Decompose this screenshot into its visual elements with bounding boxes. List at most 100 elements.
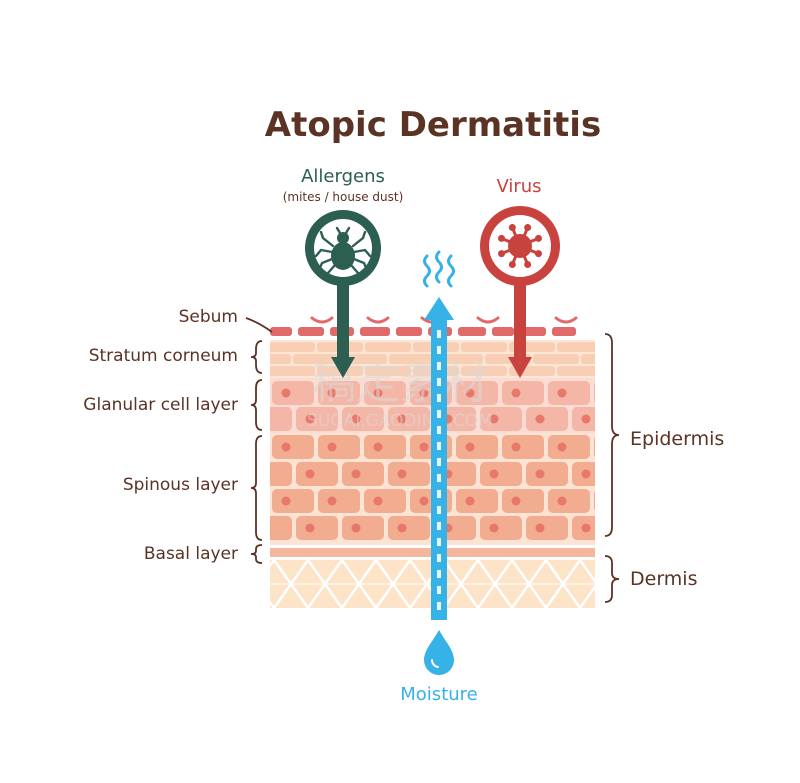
virus-arrow — [480, 206, 560, 378]
corneum-brick — [270, 366, 315, 376]
cell — [480, 407, 522, 431]
cell-nucleus — [557, 388, 567, 398]
cell — [342, 516, 384, 540]
cell — [480, 462, 522, 486]
cell — [388, 462, 430, 486]
sebum-segment — [492, 327, 514, 336]
cell — [548, 435, 590, 459]
watermark-url: SUGAI.GAODING.COM — [307, 411, 493, 431]
virus-label: Virus — [496, 176, 541, 197]
cell-nucleus — [511, 388, 521, 398]
cell-nucleus — [373, 442, 383, 452]
moisture-stripe — [437, 346, 441, 354]
cell — [594, 491, 595, 511]
moisture-stripe — [437, 570, 441, 578]
cell — [456, 435, 498, 459]
moisture-stripe — [437, 602, 441, 610]
cell-nucleus — [581, 414, 591, 424]
sebum-segment — [458, 327, 486, 336]
cell — [526, 407, 568, 431]
cell-nucleus — [305, 523, 315, 533]
cell-nucleus — [465, 442, 475, 452]
virus-spike-tip — [524, 224, 532, 232]
bracket-granular — [250, 379, 263, 431]
cell-nucleus — [511, 442, 521, 452]
cell-nucleus — [373, 388, 383, 398]
cell — [456, 489, 498, 513]
label-sebum: Sebum — [179, 307, 238, 327]
cell — [526, 516, 568, 540]
label-spinous: Spinous layer — [123, 475, 238, 495]
cell-nucleus — [281, 496, 291, 506]
virus-spike-tip — [534, 250, 542, 258]
sebum-segment — [520, 327, 546, 336]
cell-nucleus — [397, 469, 407, 479]
corneum-brick — [557, 366, 595, 376]
cell-nucleus — [351, 414, 361, 424]
cell-nucleus — [489, 414, 499, 424]
virus-spike-tip — [534, 234, 542, 242]
cell-nucleus — [260, 470, 269, 479]
moisture-arrow-stripes — [437, 330, 441, 610]
moisture-stripe — [437, 330, 441, 338]
moisture-stripe — [437, 394, 441, 402]
moisture-arrow — [423, 250, 455, 675]
cell-nucleus — [419, 388, 429, 398]
moisture-stripe — [437, 362, 441, 370]
cell-nucleus — [535, 414, 545, 424]
cell — [342, 462, 384, 486]
bracket-dermis — [604, 555, 620, 603]
corneum-brick — [437, 354, 483, 364]
moisture-stripe — [437, 538, 441, 546]
label-basal: Basal layer — [144, 544, 238, 564]
cell — [502, 489, 544, 513]
cell — [296, 462, 338, 486]
page-title: Atopic Dermatitis — [265, 105, 601, 145]
cell — [456, 381, 498, 405]
cell — [364, 489, 406, 513]
label-stratum-corneum: Stratum corneum — [89, 346, 238, 366]
cell-nucleus — [535, 523, 545, 533]
virus-spike-tip — [498, 250, 506, 258]
cell-nucleus — [351, 469, 361, 479]
cell — [572, 407, 595, 431]
bracket-basal — [250, 544, 263, 564]
corneum-brick — [365, 342, 411, 352]
dermis-fiber — [578, 559, 595, 608]
cell-nucleus — [327, 496, 337, 506]
allergens-sublabel: (mites / house dust) — [283, 190, 404, 204]
cell-nucleus — [535, 469, 545, 479]
dermis-fiber — [270, 559, 276, 608]
corneum-brick — [533, 354, 579, 364]
cell-nucleus — [305, 414, 315, 424]
label-dermis: Dermis — [630, 568, 697, 590]
cell — [548, 489, 590, 513]
cell — [272, 381, 314, 405]
cell — [270, 462, 292, 486]
moisture-stripe — [437, 554, 441, 562]
label-granular: Glanular cell layer — [83, 395, 238, 415]
moisture-stripe — [437, 378, 441, 386]
cell-nucleus — [397, 414, 407, 424]
moisture-stripe — [437, 410, 441, 418]
cell — [364, 381, 406, 405]
sebum-layer — [270, 316, 578, 336]
virus-spike-tip — [508, 260, 516, 268]
cell-nucleus — [557, 442, 567, 452]
sebum-segment — [552, 327, 576, 336]
cell-nucleus — [260, 524, 269, 533]
sebum-segment — [396, 327, 422, 336]
cell-nucleus — [281, 442, 291, 452]
cell-nucleus — [397, 523, 407, 533]
cell-nucleus — [465, 388, 475, 398]
cell — [594, 383, 595, 403]
virus-icon — [498, 224, 542, 268]
bracket-stratum-corneum — [250, 340, 263, 374]
sebum-segment — [298, 327, 324, 336]
cell-nucleus — [465, 496, 475, 506]
virus-spike-tip — [498, 234, 506, 242]
cell — [480, 516, 522, 540]
cell — [388, 407, 430, 431]
cell-nucleus — [327, 442, 337, 452]
mite-icon — [314, 226, 372, 275]
